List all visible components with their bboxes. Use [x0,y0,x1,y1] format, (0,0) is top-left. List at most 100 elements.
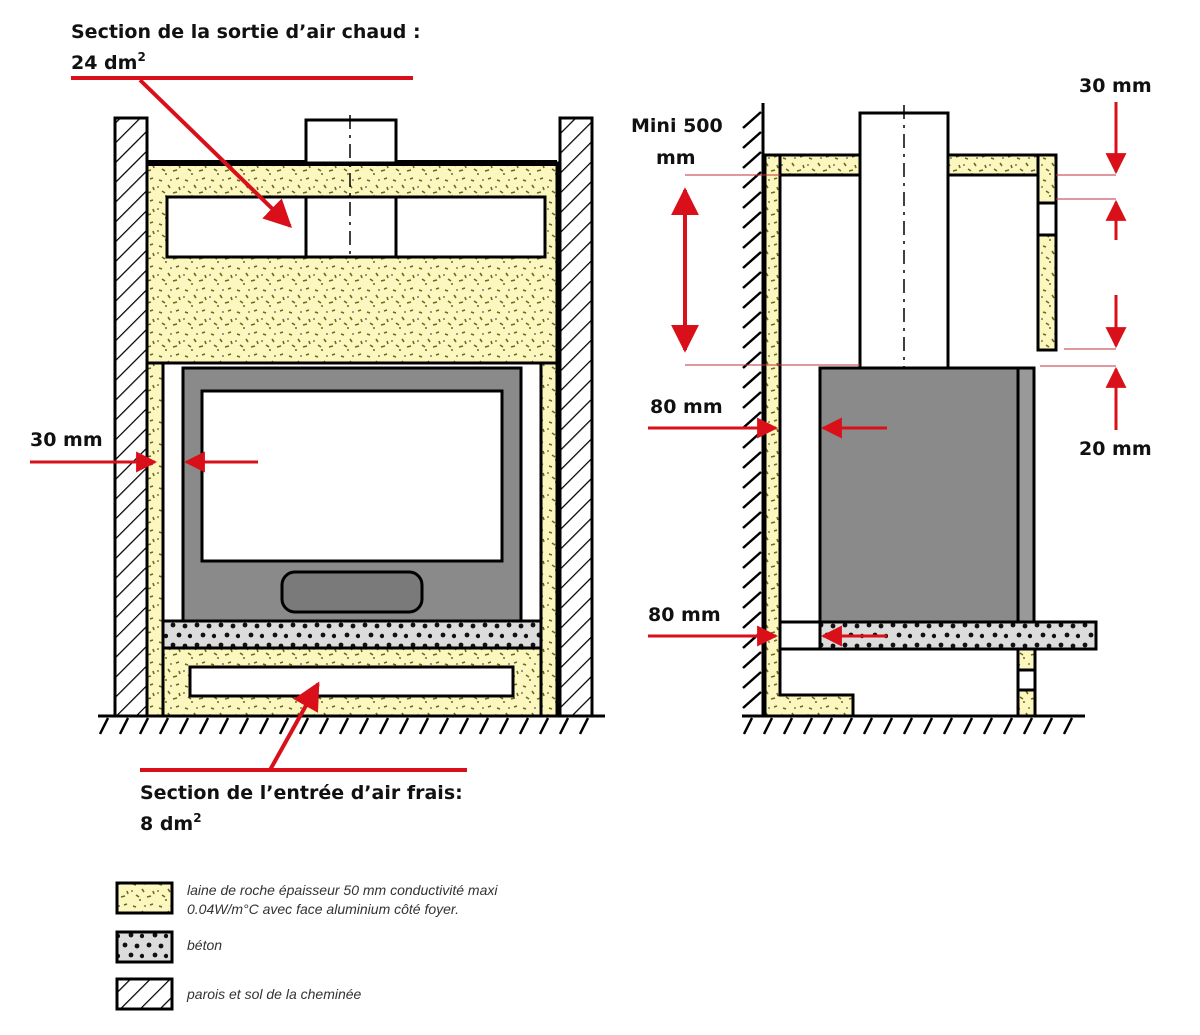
hatch-mark [742,251,762,269]
side-flue [858,111,950,370]
hatch-mark [518,717,530,735]
hatch-mark [742,111,762,129]
hatch-mark [742,211,762,229]
hatch-mark [862,717,874,735]
hatch-mark [198,717,210,735]
front-view [98,115,605,735]
hatch-mark [1022,717,1034,735]
hatch-mark [578,717,590,735]
hatch-mark [398,717,410,735]
hatch-mark [742,191,762,209]
legend-item-wool: laine de roche épaisseur 50 mm conductiv… [115,881,498,917]
hatch-mark [742,431,762,449]
hatch-mark [278,717,290,735]
front-left-wall [113,116,149,718]
hatch-mark [418,717,430,735]
hatch-mark [742,631,762,649]
hatch-mark [1002,717,1014,735]
hatch-mark [922,717,934,735]
hatch-mark [902,717,914,735]
hatch-mark [742,511,762,529]
front-upper-insulation [145,161,559,365]
hatch-mark [742,591,762,609]
hatch-mark [158,717,170,735]
hatch-mark [138,717,150,735]
legend-wool-line1: laine de roche épaisseur 50 mm conductiv… [187,882,498,898]
hatch-mark [942,717,954,735]
fresh-air-inlet [188,665,515,698]
hatch-mark [298,717,310,735]
front-left-insulation [145,361,165,718]
hatch-mark [1042,717,1054,735]
hatch-mark [742,351,762,369]
inlet-label-line1: Section de l’entrée d’air frais: [140,782,463,804]
insert-handle [280,570,424,614]
outlet-label-line1: Section de la sortie d’air chaud : [71,21,421,43]
hatch-mark [378,717,390,735]
hatch-mark [742,671,762,689]
floor-gap-label: 80 mm [648,604,721,626]
hatch-mark [118,717,130,735]
hatch-mark [742,231,762,249]
hatch-mark [458,717,470,735]
legend: laine de roche épaisseur 50 mm conductiv… [115,881,498,1011]
hatch-mark [742,131,762,149]
hatch-mark [742,471,762,489]
hatch-mark [742,691,762,709]
hatch-mark [178,717,190,735]
hatch-mark [238,717,250,735]
hatch-mark [742,451,762,469]
side-gap-label: 30 mm [30,429,103,451]
insert-glass [200,389,504,563]
legend-hatch-label: parois et sol de la cheminée [186,986,362,1002]
hatch-mark [438,717,450,735]
hatch-mark [742,411,762,429]
outlet-label-value: 24 dm2 [71,50,146,74]
hatch-mark [538,717,550,735]
side-insert [818,366,1020,624]
hatch-mark [802,717,814,735]
hatch-mark [338,717,350,735]
rear-gap-label: 80 mm [650,396,723,418]
hatch-mark [742,571,762,589]
legend-item-hatch: parois et sol de la cheminée [115,977,362,1011]
hatch-mark [478,717,490,735]
hatch-mark [742,611,762,629]
top-gap-label: 30 mm [1079,75,1152,97]
hatch-mark [742,151,762,169]
hatch-mark [962,717,974,735]
front-flue [304,118,398,165]
front-right-insulation [539,361,559,718]
hatch-mark [742,291,762,309]
hatch-mark [842,717,854,735]
hatch-mark [258,717,270,735]
hatch-mark [762,717,774,735]
legend-wool-line2: 0.04W/m°C avec face aluminium côté foyer… [187,901,459,917]
hatch-mark [1062,717,1074,735]
hatch-mark [822,717,834,735]
hatch-mark [982,717,994,735]
hatch-mark [742,391,762,409]
side-outlet-grille [1036,201,1058,237]
hatch-mark [318,717,330,735]
side-top-insulation-left [778,153,862,177]
hatch-mark [742,311,762,329]
inlet-label-value: 8 dm2 [140,811,202,835]
wool-swatch [115,881,174,915]
side-front-insulation [1036,153,1058,352]
hatch-mark [742,551,762,569]
hatch-mark [98,717,110,735]
hatch-mark [558,717,570,735]
hatch-mark [782,717,794,735]
front-concrete-slab [161,619,543,650]
legend-beton-label: béton [187,937,222,953]
hatch-mark [218,717,230,735]
hatch-mark [882,717,894,735]
legend-item-beton: béton [115,930,222,964]
hatch-mark [358,717,370,735]
front-right-wall [558,116,594,718]
hatch-mark [742,531,762,549]
hatch-mark [742,491,762,509]
hatch-mark [742,171,762,189]
